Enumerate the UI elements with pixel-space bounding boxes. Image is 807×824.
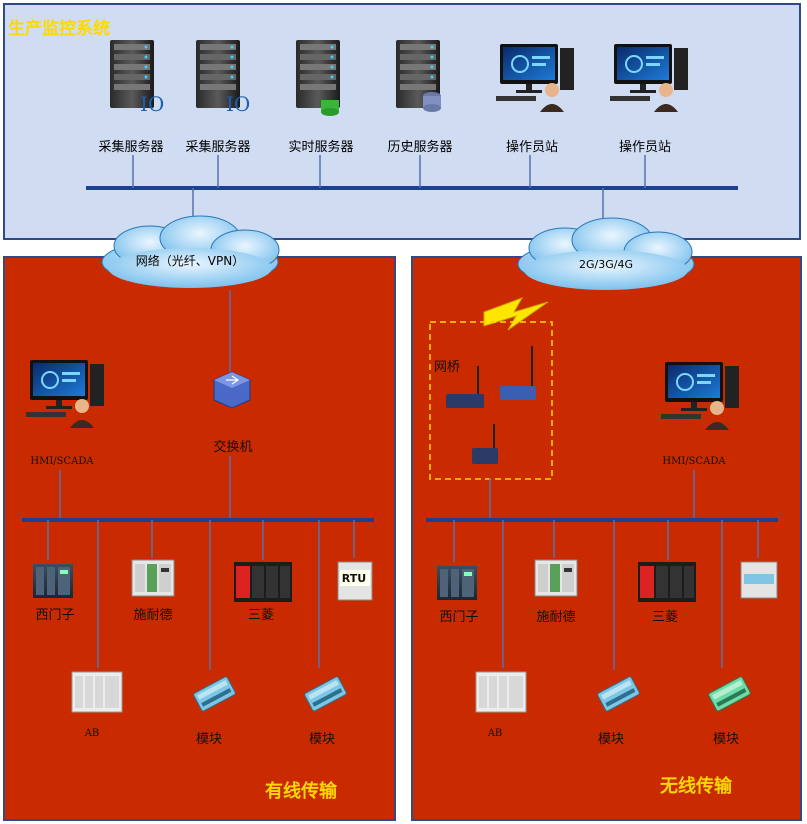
bridge-label: 网桥: [434, 360, 461, 375]
operator-station-2-icon: [609, 43, 689, 113]
wired-module-2-icon: [303, 675, 348, 713]
wired-ab-label: AB: [84, 728, 100, 739]
wired-mitsubishi-label: 三菱: [247, 608, 275, 623]
acquisition-server-2-label: 采集服务器: [185, 140, 251, 155]
wireless-io-device-icon: [740, 561, 778, 599]
bridge-device-3-icon: [472, 424, 498, 464]
realtime-server-icon: [296, 40, 340, 108]
wireless-ab-label: AB: [487, 728, 503, 739]
wired-siemens-plc-icon: [33, 564, 73, 598]
wired-siemens-label: 西门子: [35, 608, 75, 623]
operator-station-1-icon: [495, 43, 575, 113]
wired-transmission-panel: [3, 256, 396, 821]
wired-ab-plc-icon: [71, 671, 123, 713]
wireless-module-2-label: 模块: [712, 732, 740, 747]
rtu-icon: [337, 561, 373, 601]
wireless-ab-plc-icon: [475, 671, 527, 713]
wired-mitsubishi-plc-icon: [234, 562, 292, 602]
switch-label: 交换机: [213, 440, 253, 455]
wired-network-cloud-icon: [101, 215, 280, 288]
lightning-icon: [483, 297, 549, 331]
operator-station-2-label: 操作员站: [618, 140, 672, 155]
bridge-device-1-icon: [446, 366, 484, 408]
acquisition-server-1-label: 采集服务器: [98, 140, 164, 155]
wireless-mode-label: 无线传输: [660, 776, 732, 797]
wireless-mitsubishi-label: 三菱: [651, 610, 679, 625]
wireless-hmi-label: HMI/SCADA: [662, 456, 726, 467]
system-title: 生产监控系统: [8, 19, 110, 39]
rtu-label: RTU: [341, 572, 367, 585]
history-server-label: 历史服务器: [387, 140, 453, 155]
wireless-siemens-label: 西门子: [439, 610, 479, 625]
realtime-server-label: 实时服务器: [288, 140, 354, 155]
wireless-mitsubishi-plc-icon: [638, 562, 696, 602]
network-switch-icon: [213, 371, 251, 409]
wired-hmi-scada-icon: [25, 359, 105, 429]
wired-schneider-label: 施耐德: [133, 608, 173, 623]
wireless-module-1-label: 模块: [597, 732, 625, 747]
wireless-schneider-plc-icon: [534, 559, 578, 597]
wireless-network-cloud-icon: [517, 217, 695, 290]
wired-module-2-label: 模块: [308, 732, 336, 747]
bridge-group-box: [429, 321, 553, 480]
wired-mode-label: 有线传输: [265, 781, 337, 802]
wireless-siemens-plc-icon: [437, 566, 477, 600]
wired-schneider-plc-icon: [131, 559, 175, 597]
wireless-module-1-icon: [596, 675, 641, 713]
wired-cloud-label: 网络（光纤、VPN）: [135, 254, 245, 268]
server-1-io-tag: IO: [140, 92, 165, 116]
bridge-device-2-icon: [500, 346, 536, 400]
wireless-transmission-panel: [411, 256, 802, 821]
wired-module-1-icon: [192, 675, 237, 713]
server-2-io-tag: IO: [226, 92, 251, 116]
wireless-module-2-icon: [707, 675, 752, 713]
wired-module-1-label: 模块: [195, 732, 223, 747]
wireless-hmi-scada-icon: [660, 361, 740, 431]
wired-hmi-label: HMI/SCADA: [30, 456, 94, 467]
operator-station-1-label: 操作员站: [505, 140, 559, 155]
wireless-cloud-label: 2G/3G/4G: [579, 258, 633, 271]
wireless-schneider-label: 施耐德: [536, 610, 576, 625]
